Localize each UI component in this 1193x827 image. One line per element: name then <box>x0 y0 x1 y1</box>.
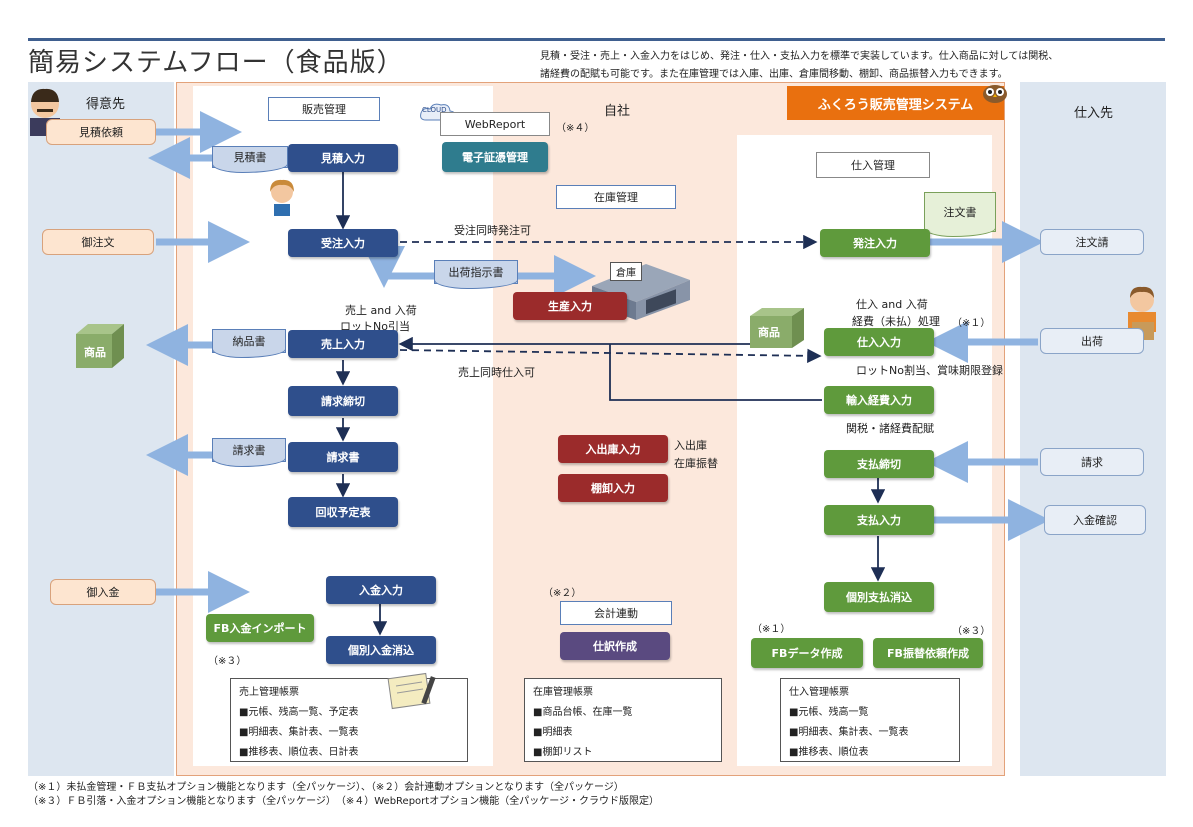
e-voucher-box[interactable]: 電子証憑管理 <box>442 142 548 172</box>
in-out-note2: 在庫振替 <box>674 457 718 470</box>
invoice-doc: 請求書 <box>212 438 286 467</box>
order-entry-box[interactable]: 受注入力 <box>288 229 398 257</box>
purchase-entry-box[interactable]: 仕入入力 <box>824 328 934 356</box>
sales-section-header: 販売管理 <box>268 97 380 121</box>
sales-lot-label1: 売上 and 入荷 <box>345 304 417 317</box>
cost-link <box>609 344 822 401</box>
payment-entry-box[interactable]: 支払入力 <box>824 505 934 535</box>
fb-transfer-note: （※３） <box>952 626 991 637</box>
billing-close-box[interactable]: 請求締切 <box>288 386 398 416</box>
estimate-entry-box[interactable]: 見積入力 <box>288 144 398 172</box>
ledger-item: ■明細表 <box>533 727 573 738</box>
supplier-lane-title: 仕入先 <box>1074 106 1114 121</box>
accounting-section-header: 会計連動 <box>560 601 672 625</box>
ledger-title: 仕入管理帳票 <box>789 687 849 698</box>
brand-banner: ふくろう販売管理システム <box>787 86 1004 120</box>
inventory-ledger: 在庫管理帳票 ■商品台帳、在庫一覧 ■明細表 ■棚卸リスト <box>524 678 722 762</box>
estimate-request-box[interactable]: 見積依頼 <box>46 119 156 145</box>
customer-order-box[interactable]: 御注文 <box>42 229 154 255</box>
production-entry-box[interactable]: 生産入力 <box>513 292 627 320</box>
webreport-box[interactable]: WebReport <box>440 112 550 136</box>
fb-transfer-box[interactable]: FB振替依頼作成 <box>873 638 983 668</box>
purchase-ledger: 仕入管理帳票 ■元帳、残高一覧 ■明細表、集計表、一覧表 ■推移表、順位表 <box>780 678 960 762</box>
purchase-order-doc: 注文書 <box>924 192 996 237</box>
fb-data-note: （※１） <box>752 624 791 635</box>
payment-clear-box[interactable]: 個別支払消込 <box>824 582 934 612</box>
delivery-note-doc: 納品書 <box>212 329 286 358</box>
journal-create-box[interactable]: 仕訳作成 <box>560 632 670 660</box>
fb-import-note: （※３） <box>208 656 247 667</box>
customer-payment-box[interactable]: 御入金 <box>50 579 156 605</box>
ledger-item: ■明細表、集計表、一覧表 <box>239 727 359 738</box>
ledger-item: ■棚卸リスト <box>533 747 593 758</box>
incoming-goods-icon: 商品 <box>746 306 806 350</box>
payment-close-box[interactable]: 支払締切 <box>824 450 934 478</box>
collection-schedule-box[interactable]: 回収予定表 <box>288 497 398 527</box>
purchase-section-header: 仕入管理 <box>816 152 930 178</box>
supplier-invoice-box[interactable]: 請求 <box>1040 448 1144 476</box>
ledger-item: ■元帳、残高一覧、予定表 <box>239 707 359 718</box>
title-rule <box>28 38 1165 41</box>
in-out-entry-box[interactable]: 入出庫入力 <box>558 435 668 463</box>
order-ack-box[interactable]: 注文請 <box>1040 229 1144 255</box>
footnote-line: （※３）ＦＢ引落・入金オプション機能となります（全パッケージ） （※４）WebR… <box>28 796 660 807</box>
incoming-goods-label: 商品 <box>758 326 780 339</box>
customer-lane-title: 得意先 <box>86 97 126 112</box>
tariff-label: 関税・諸経費配賦 <box>846 422 934 435</box>
purchase-order-entry-box[interactable]: 発注入力 <box>820 229 930 257</box>
sales-lot-label2: ロットNo引当 <box>340 320 410 333</box>
page-title: 簡易システムフロー（食品版） <box>28 48 404 78</box>
footnote-line: （※１）未払金管理・ＦＢ支払オプション機能となります（全パッケージ）、（※２）会… <box>28 782 624 793</box>
stocktake-entry-box[interactable]: 棚卸入力 <box>558 474 668 502</box>
fb-data-box[interactable]: FBデータ作成 <box>751 638 863 668</box>
ledger-item: ■元帳、残高一覧 <box>789 707 869 718</box>
sales-purchase-label: 売上同時仕入可 <box>458 366 535 379</box>
ledger-item: ■明細表、集計表、一覧表 <box>789 727 909 738</box>
ledger-item: ■商品台帳、在庫一覧 <box>533 707 633 718</box>
ledger-item: ■推移表、順位表、日計表 <box>239 747 359 758</box>
description-line: 諸経費の配賦も可能です。また在庫管理では入庫、出庫、倉庫間移動、棚卸、商品振替入… <box>540 69 1008 80</box>
customer-lane <box>28 82 174 776</box>
shipment-box[interactable]: 出荷 <box>1040 328 1144 354</box>
lot-expiry-label: ロットNo割当、賞味期限登録 <box>856 364 1003 377</box>
accounting-note: （※２） <box>543 588 582 599</box>
purchase-cost-note: （※１） <box>952 318 991 329</box>
ledger-title: 在庫管理帳票 <box>533 687 593 698</box>
purchase-cost-label2: 経費（未払）処理 <box>852 315 940 328</box>
estimate-doc: 見積書 <box>212 146 288 173</box>
receipt-clear-box[interactable]: 個別入金消込 <box>326 636 436 664</box>
goods-label: 商品 <box>84 346 106 359</box>
ledger-item: ■推移表、順位表 <box>789 747 869 758</box>
supplier-lane <box>1020 82 1166 776</box>
payment-confirm-box[interactable]: 入金確認 <box>1044 505 1146 535</box>
receipt-entry-box[interactable]: 入金入力 <box>326 576 436 604</box>
webreport-note: （※４） <box>556 123 595 134</box>
footnotes: （※１）未払金管理・ＦＢ支払オプション機能となります（全パッケージ）、（※２）会… <box>28 781 659 809</box>
invoice-box[interactable]: 請求書 <box>288 442 398 472</box>
description: 見積・受注・売上・入金入力をはじめ、発注・仕入・支払入力を標準で実装しています。… <box>540 48 1058 84</box>
staff-icon <box>264 176 300 216</box>
description-line: 見積・受注・売上・入金入力をはじめ、発注・仕入・支払入力を標準で実装しています。… <box>540 51 1059 62</box>
shipping-instruction-doc: 出荷指示書 <box>434 260 518 289</box>
company-lane-title: 自社 <box>604 104 631 119</box>
ledger-title: 売上管理帳票 <box>239 687 299 698</box>
cloud-badge: CLOUD <box>422 106 447 114</box>
clipboard-icon <box>386 670 442 710</box>
warehouse-label: 倉庫 <box>610 262 642 281</box>
owl-icon <box>980 80 1010 104</box>
purchase-cost-label1: 仕入 and 入荷 <box>856 298 928 311</box>
goods-box-icon: 商品 <box>68 322 128 368</box>
in-out-note1: 入出庫 <box>674 439 707 452</box>
order-purchase-label: 受注同時発注可 <box>454 224 531 237</box>
inventory-section-header: 在庫管理 <box>556 185 676 209</box>
import-cost-entry-box[interactable]: 輸入経費入力 <box>824 386 934 414</box>
fb-import-box[interactable]: FB入金インポート <box>206 614 314 642</box>
sales-entry-box[interactable]: 売上入力 <box>288 330 398 358</box>
